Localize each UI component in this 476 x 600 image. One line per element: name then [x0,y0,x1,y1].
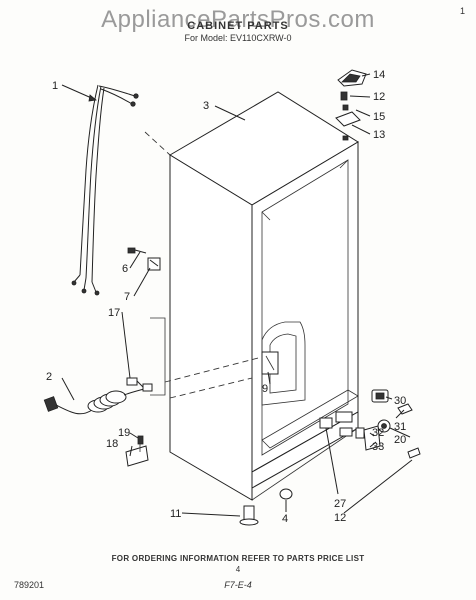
callout-20: 20 [394,434,406,446]
callout-30: 30 [394,395,406,407]
callout-27: 27 [334,498,346,510]
cabinet-shell [164,91,359,501]
wiring-harness [71,84,139,296]
bottom-hinge-hardware [319,389,421,459]
callout-numbers: 1 3 14 12 15 13 6 7 17 2 9 19 18 30 31 2… [46,69,406,525]
callout-15: 15 [373,111,385,123]
callout-9: 9 [262,383,268,395]
callout-12-top: 12 [373,91,385,103]
top-hinge-hardware [335,69,367,141]
callout-7: 7 [124,291,130,303]
callout-33: 33 [372,441,384,453]
callout-3: 3 [203,100,209,112]
callout-31: 31 [394,421,406,433]
callout-17: 17 [108,307,120,319]
diagram-title: CABINET PARTS [187,20,289,32]
screws-part-17 [126,377,153,392]
callout-2: 2 [46,371,52,383]
callout-32: 32 [372,427,384,439]
watermark: AppliancePartsPros.com [101,6,375,33]
callout-19: 19 [118,427,130,439]
callout-13: 13 [373,129,385,141]
leveling-legs [239,488,293,526]
model-label: For Model: EV110CXRW-0 [184,33,292,43]
leader-lines [61,73,413,517]
callout-11: 11 [170,508,181,520]
left-bracket-outline [150,317,166,396]
callout-14: 14 [373,69,385,81]
callout-12-bottom: 12 [334,512,346,524]
inner-bracket-part-9 [261,351,279,375]
callout-6: 6 [122,263,128,275]
screw-and-clip [127,247,161,271]
callout-1: 1 [52,80,58,92]
bracket-part-18 [125,435,149,467]
ordering-note: FOR ORDERING INFORMATION REFER TO PARTS … [111,554,365,563]
callout-18: 18 [106,438,118,450]
power-cord [43,387,149,415]
document-code: 789201 [14,580,45,590]
callout-4: 4 [282,513,288,525]
corner-mark: 1 [460,6,466,16]
handwritten-note: F7-E-4 [224,580,252,590]
page-number: 4 [235,565,241,574]
